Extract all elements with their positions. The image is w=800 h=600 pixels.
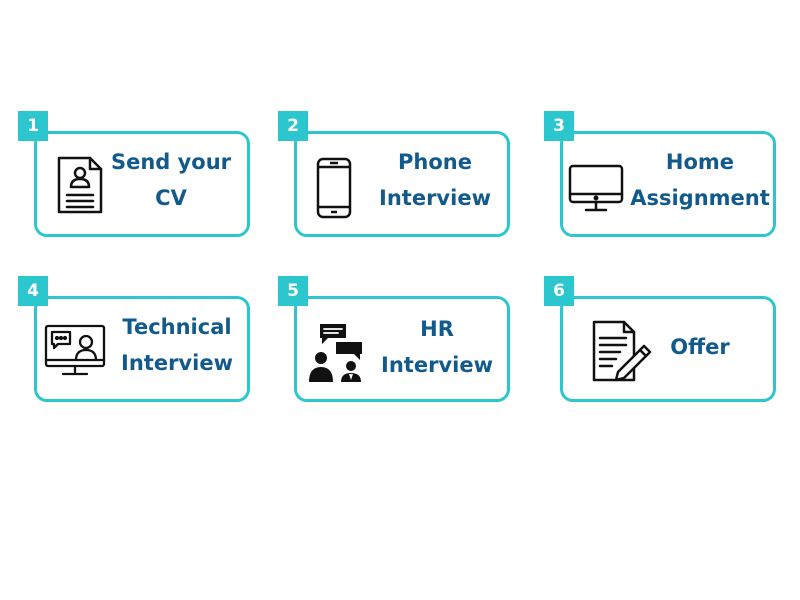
smartphone-icon [316,157,352,219]
video-call-icon [44,324,106,380]
step-5-card: 5 HR Interview [278,276,510,402]
step-card-frame [294,131,510,237]
step-card-frame [34,131,250,237]
step-label-line-2: CV [155,186,187,210]
step-number-badge: 4 [18,276,48,306]
step-number-badge: 6 [544,276,574,306]
step-card-frame [560,296,776,402]
step-label-line-2: Assignment [630,186,770,210]
step-label-line-2: Interview [121,351,233,375]
step-label-line-1: Technical [122,315,232,339]
step-label-line-1: Offer [670,335,730,359]
step-4-card: 4 Technical Interview [18,276,250,402]
step-label-line-1: Home [665,150,735,174]
cv-document-icon [56,155,104,215]
step-label-line-1: Phone [398,150,472,174]
step-label: Offer [660,329,740,365]
step-card-frame [294,296,510,402]
step-card-frame [560,131,776,237]
step-card-frame [34,296,250,402]
step-label-line-2: Interview [381,353,493,377]
contract-signing-icon [592,320,656,384]
step-label: Phone Interview [370,144,500,216]
step-label-line-1: Send your [110,150,232,174]
desktop-monitor-icon [568,164,624,214]
step-label: Home Assignment [626,144,774,216]
step-number-badge: 1 [18,111,48,141]
step-label: Send your CV [106,144,236,216]
step-3-card: 3 Home Assignment [544,111,776,237]
step-number-badge: 5 [278,276,308,306]
conversation-icon [306,320,366,382]
step-1-card: 1 Send your CV [18,111,250,237]
step-2-card: 2 Phone Interview [278,111,510,237]
step-label: HR Interview [372,311,502,383]
step-number-badge: 2 [278,111,308,141]
step-label-line-1: HR [420,317,454,341]
step-label: Technical Interview [110,309,244,381]
step-6-card: 6 Offer [544,276,776,402]
step-label-line-2: Interview [379,186,491,210]
step-number-badge: 3 [544,111,574,141]
